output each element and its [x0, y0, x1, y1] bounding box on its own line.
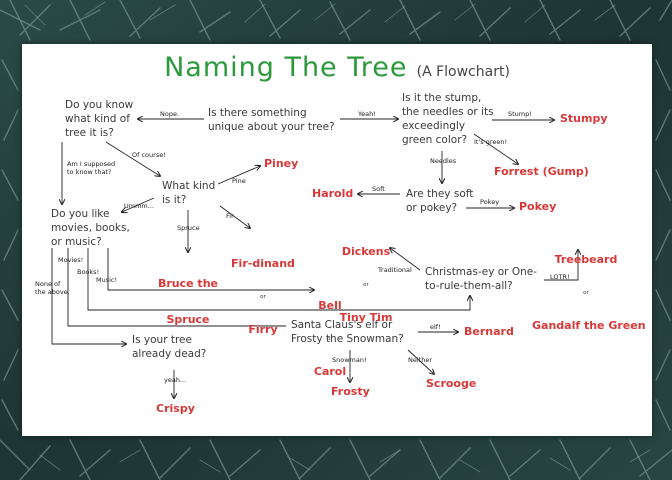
question-soft: Are they soft or pokey?	[406, 188, 474, 214]
answer-group-dickens: Dickens or Tiny Tim	[338, 222, 394, 348]
label-needles: Needles	[430, 157, 457, 165]
arrow-of-course	[105, 141, 160, 176]
answer-group-treebeard: Treebeard or Gandalf the Green	[532, 230, 646, 356]
flowchart-card: Naming The Tree (A Flowchart) Is there s…	[22, 44, 652, 436]
answer-treebeard: Treebeard	[554, 253, 618, 266]
label-of-course: Of course!	[132, 151, 166, 159]
answer-bruce-line2: Spruce	[166, 313, 210, 326]
or-fir: or	[260, 294, 266, 300]
subtitle-text: (A Flowchart)	[416, 64, 510, 80]
label-elf: elf!	[430, 323, 441, 331]
label-fir: Fir	[226, 212, 234, 220]
label-books: Books!	[77, 268, 100, 276]
answer-bruce-line1: Bruce the	[157, 277, 218, 290]
answer-forrest: Forrest (Gump)	[494, 165, 589, 178]
answer-dickens: Dickens	[341, 245, 391, 258]
answer-frosty: Frosty	[331, 385, 370, 398]
label-ummm: Ummm...	[124, 202, 154, 210]
answer-group-bell: Bell or Carol	[312, 276, 348, 402]
answer-harold: Harold	[312, 187, 354, 200]
arrow-lotr	[544, 250, 578, 281]
label-stump: Stump!	[508, 110, 532, 118]
label-movies: Movies!	[58, 256, 84, 264]
answer-piney: Piney	[264, 157, 299, 170]
question-kind: What kind is it?	[162, 180, 216, 206]
arrow-ummm	[122, 197, 155, 212]
answer-tinytim: Tiny Tim	[339, 311, 393, 324]
label-yeah-dead: yeah...	[164, 376, 187, 384]
question-xmas: Christmas-ey or One- to-rule-them-all?	[425, 266, 537, 292]
label-none: None of the above.	[35, 280, 70, 296]
or-dickens: or	[363, 282, 369, 288]
answer-carol: Carol	[313, 365, 347, 378]
arrow-books	[87, 248, 470, 311]
label-am-i: Am I supposed to know that?	[67, 160, 116, 176]
answer-bell: Bell	[318, 299, 342, 312]
question-dead: Is your tree already dead?	[132, 334, 207, 360]
label-pine: Pine	[232, 177, 246, 185]
question-know: Do you know what kind of tree it is?	[65, 99, 134, 139]
label-snowman: Snowman!	[332, 356, 367, 364]
label-traditional: Traditional	[378, 266, 412, 274]
arrow-green	[473, 133, 518, 164]
question-unique: Is there something unique about your tre…	[208, 107, 335, 133]
answer-firdinand: Fir-dinand	[231, 257, 295, 270]
answer-pokey: Pokey	[519, 200, 557, 213]
flowchart-arrows	[51, 44, 652, 436]
or-bell: or	[327, 336, 333, 342]
title-text: Naming The Tree	[164, 52, 408, 83]
arrow-music	[107, 248, 314, 290]
label-lotr: LOTR!	[550, 273, 570, 281]
or-treebeard: or	[583, 290, 589, 296]
answer-scrooge: Scrooge	[426, 377, 477, 390]
answer-group-bruce: Bruce the Spruce	[150, 254, 226, 350]
arrow-none	[51, 248, 126, 344]
answer-gandalf: Gandalf the Green	[532, 319, 646, 332]
answer-crispy: Crispy	[156, 402, 195, 415]
arrow-neither	[407, 349, 434, 374]
label-nope: Nope.	[160, 110, 180, 118]
answer-firry: Firry	[248, 323, 278, 336]
arrow-traditional	[390, 248, 421, 271]
arrow-fir	[219, 205, 250, 228]
label-pokey: Pokey	[480, 198, 500, 206]
label-neither: Neither	[408, 356, 433, 364]
flowchart-title: Naming The Tree (A Flowchart)	[22, 52, 652, 83]
question-santa: Santa Claus's elf or Frosty the Snowman?	[291, 319, 404, 345]
question-media: Do you like movies, books, or music?	[51, 208, 130, 248]
label-music: Music!	[96, 276, 118, 284]
answer-bernard: Bernard	[464, 325, 514, 338]
answer-group-fir: Fir-dinand or Firry	[228, 234, 298, 360]
label-green: It's green!	[474, 138, 508, 146]
label-yeah: Yeah!	[358, 110, 376, 118]
arrow-movies	[67, 248, 286, 327]
label-spruce: Spruce	[177, 224, 200, 232]
arrow-pine	[217, 166, 260, 185]
question-stump: Is it the stump, the needles or its exce…	[402, 92, 494, 146]
answer-stumpy: Stumpy	[560, 112, 608, 125]
label-soft: Soft	[372, 185, 385, 193]
